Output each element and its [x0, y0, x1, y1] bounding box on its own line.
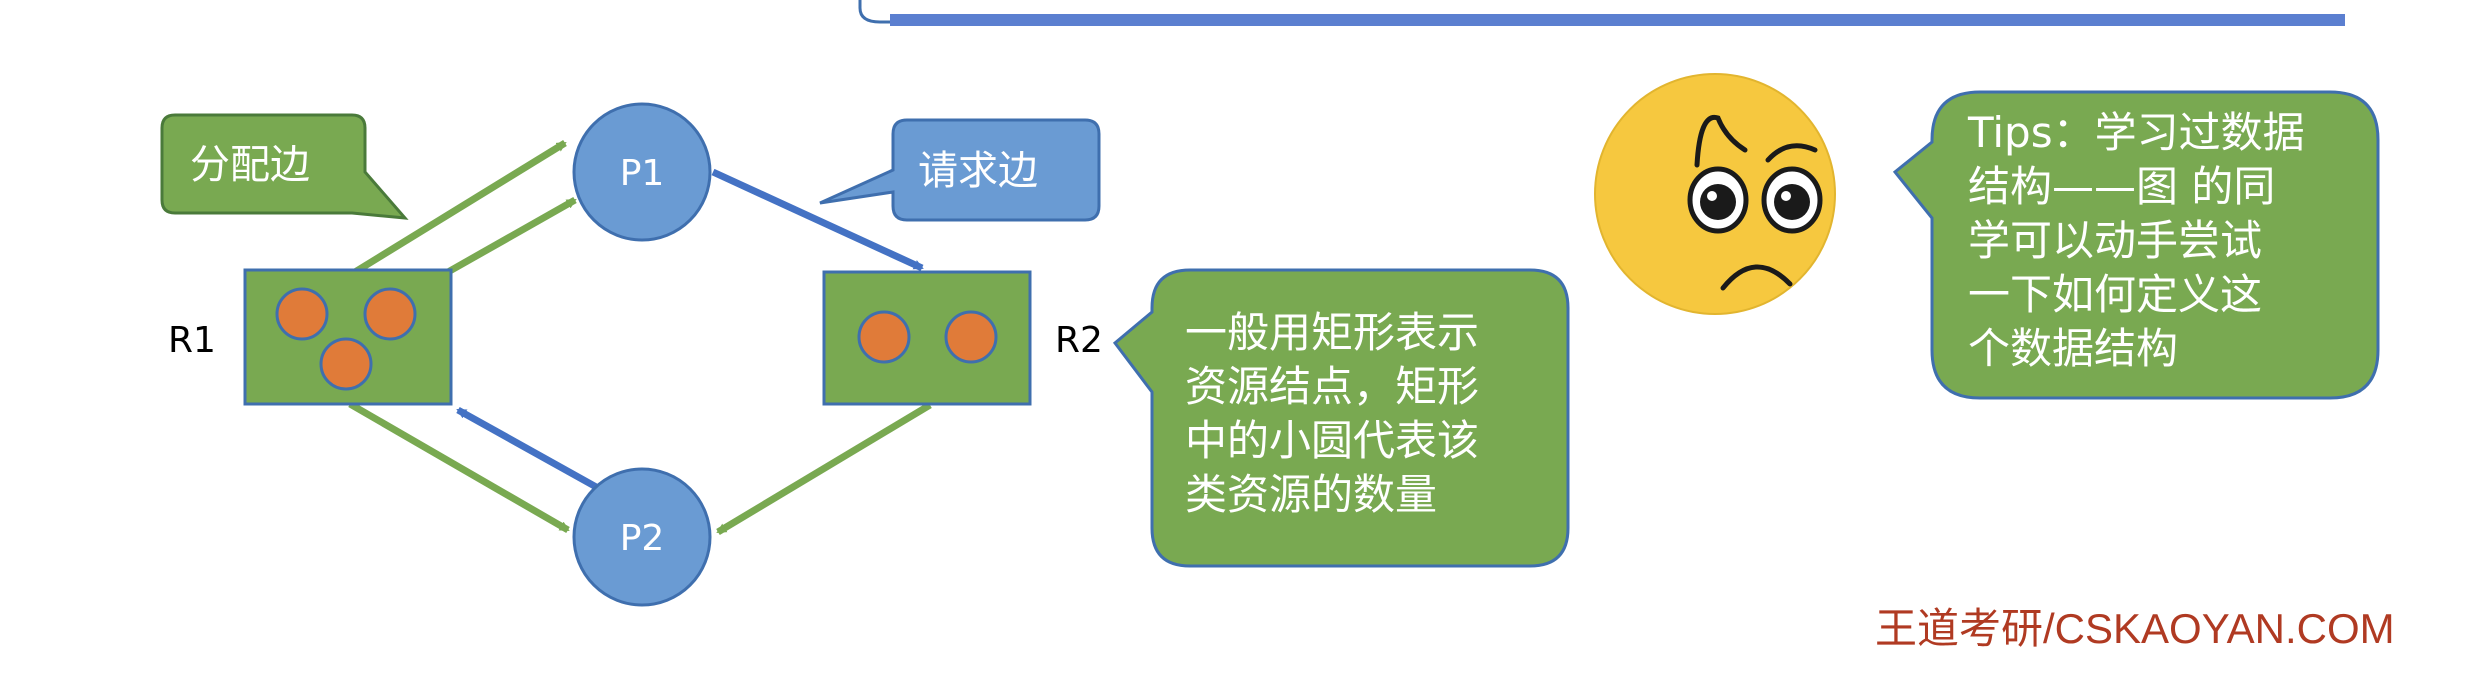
request-edges [456, 168, 924, 492]
callout-resource-description: 一般用矩形表示 资源结点，矩形 中的小圆代表该 类资源的数量 [1112, 268, 1570, 568]
allocation-edges [348, 140, 932, 536]
callout-allocation-edge-text: 分配边 [190, 142, 310, 188]
callout-allocation-edge: 分配边 [160, 113, 409, 220]
tips-line-1: Tips：学习过数据 [1967, 108, 2305, 157]
tips-line-4: 一下如何定义这 [1968, 270, 2262, 319]
resource-node-r2 [822, 270, 1032, 406]
callout-request-edge: 请求边 [819, 118, 1101, 222]
callout-tips: Tips：学习过数据 结构——图 的同 学可以动手尝试 一下如何定义这 个数据结… [1892, 90, 2380, 400]
resource-desc-line-1: 一般用矩形表示 [1185, 308, 1479, 357]
allocation-arrow-r1-p1-b [446, 196, 577, 276]
allocation-arrow-r1-p1-a [353, 140, 567, 275]
tips-line-3: 学可以动手尝试 [1968, 216, 2262, 265]
process-node-p2 [572, 467, 712, 607]
resource-token [363, 287, 417, 341]
allocation-arrow-r1-p2 [348, 400, 570, 534]
worried-face-icon [1594, 73, 1836, 315]
callout-request-edge-text: 请求边 [918, 148, 1038, 194]
label-r1: R1 [168, 320, 216, 361]
request-arrow-p2-r1 [456, 406, 600, 492]
allocation-arrow-r2-p2 [716, 401, 932, 536]
top-cropped-box [858, 0, 2345, 26]
tips-line-5: 个数据结构 [1968, 324, 2178, 373]
process-node-p1 [572, 102, 712, 242]
resource-token [319, 337, 373, 391]
label-r2: R2 [1055, 320, 1103, 361]
resource-node-r1 [243, 268, 453, 406]
request-arrow-p1-r2 [711, 168, 924, 272]
resource-token [944, 310, 998, 364]
tips-line-2: 结构——图 的同 [1968, 162, 2275, 211]
label-p2: P2 [620, 518, 665, 559]
resource-token [857, 310, 911, 364]
resource-token [275, 287, 329, 341]
resource-desc-line-2: 资源结点，矩形 [1185, 362, 1479, 411]
resource-desc-line-3: 中的小圆代表该 [1185, 416, 1479, 465]
label-p1: P1 [620, 153, 665, 194]
resource-desc-line-4: 类资源的数量 [1185, 470, 1437, 519]
footer-watermark: 王道考研/CSKAOYAN.COM [1875, 605, 2395, 652]
